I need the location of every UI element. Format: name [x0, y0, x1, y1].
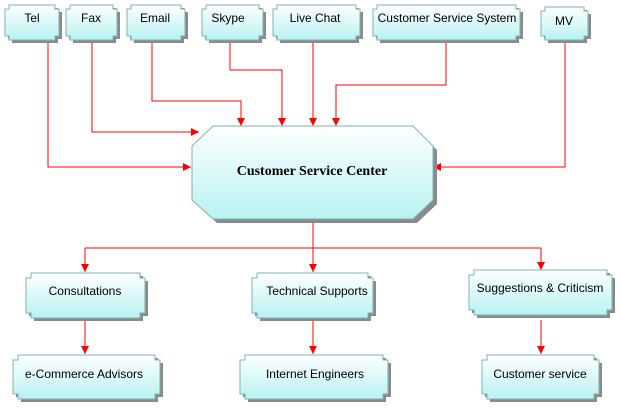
- center-title: Customer Service Center: [237, 164, 388, 179]
- channel-skype-box: [201, 4, 264, 41]
- channel-mv-box: [540, 6, 589, 41]
- channel-email-label: Email: [140, 11, 170, 25]
- channel-live-chat-label: Live Chat: [290, 11, 341, 25]
- arrow-email-to-center: [151, 43, 245, 126]
- dept-consultations: Consultations: [25, 272, 148, 321]
- arrow-skype-to-center: [229, 43, 286, 126]
- channel-customer-service-system-box: [372, 4, 521, 41]
- channel-skype: Skype: [201, 4, 266, 43]
- dept-suggestions-criticism: Suggestions & Criticism: [468, 269, 615, 318]
- channel-fax-label: Fax: [81, 11, 101, 25]
- center-box: [191, 125, 434, 220]
- channel-mv-label: MV: [555, 14, 573, 28]
- staff-ecommerce-advisors-label: e-Commerce Advisors: [25, 367, 143, 381]
- dept-consultations-label: Consultations: [49, 284, 122, 298]
- channel-tel-box: [4, 4, 60, 41]
- channel-email: Email: [126, 4, 188, 43]
- channel-tel: Tel: [4, 4, 62, 43]
- dept-technical-supports-label: Technical Supports: [266, 284, 367, 298]
- dept-suggestions-criticism-box: [468, 269, 613, 316]
- staff-customer-service-label: Customer service: [493, 367, 587, 381]
- channel-live-chat: Live Chat: [272, 4, 363, 43]
- dept-consultations-box: [25, 272, 146, 319]
- channel-email-box: [126, 4, 186, 41]
- arrow-tel-to-center: [47, 43, 191, 171]
- staff-customer-service: Customer service: [481, 354, 602, 402]
- customer-service-center: Customer Service Center: [191, 125, 437, 223]
- channel-live-chat-box: [272, 4, 361, 41]
- staff-ecommerce-advisors: e-Commerce Advisors: [12, 354, 163, 402]
- staff-internet-engineers-label: Internet Engineers: [266, 367, 364, 381]
- staff-internet-engineers-box: [239, 354, 389, 400]
- dept-suggestions-criticism-label: Suggestions & Criticism: [477, 281, 604, 295]
- arrow-mv-to-center: [433, 43, 566, 171]
- channel-customer-service-system: Customer Service System: [372, 4, 523, 43]
- channel-customer-service-system-label: Customer Service System: [378, 11, 517, 25]
- staff-customer-service-box: [481, 354, 600, 400]
- channel-mv: MV: [540, 6, 591, 43]
- staff-internet-engineers: Internet Engineers: [239, 354, 391, 402]
- arrow-fax-to-center: [91, 43, 199, 136]
- connectors: [47, 43, 566, 354]
- dept-technical-supports: Technical Supports: [251, 272, 376, 321]
- channel-fax-box: [65, 4, 118, 41]
- channel-fax: Fax: [65, 4, 120, 43]
- channel-tel-label: Tel: [24, 11, 39, 25]
- channel-skype-label: Skype: [211, 11, 245, 25]
- staff-ecommerce-advisors-box: [12, 354, 161, 400]
- dept-technical-supports-box: [251, 272, 374, 319]
- arrow-css-to-center: [332, 43, 447, 126]
